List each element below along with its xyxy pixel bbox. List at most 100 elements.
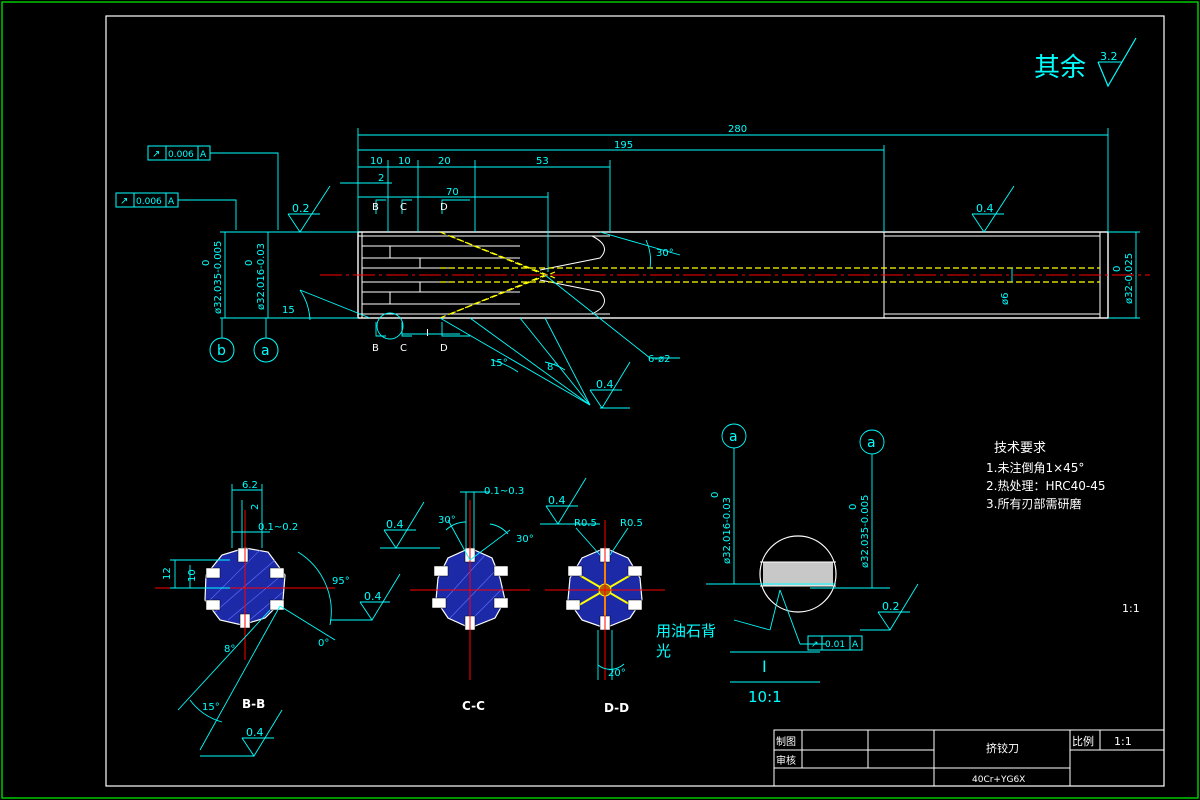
tb-checked: 审核 <box>776 754 796 767</box>
angle-8: 8° <box>547 362 558 373</box>
dia-left-2: ø32.016-0.03 <box>256 243 267 310</box>
title-block <box>773 729 1165 787</box>
bb-rough-a: 0.4 <box>364 590 382 603</box>
dim-20: 20 <box>438 156 451 167</box>
angle-30: 30° <box>656 248 674 259</box>
dia-right: ø32-0.025 <box>1124 253 1135 304</box>
detail-note-line2: 光 <box>656 642 671 660</box>
rough-right: 0.4 <box>976 202 994 215</box>
tol3-value: 0.01 <box>825 640 845 650</box>
dim-10b: 10 <box>398 156 411 167</box>
tol3-datum: A <box>852 640 859 650</box>
tech-requirements: 技术要求 1.未注倒角1×45° 2.热处理：HRC40-45 3.所有刃部需研… <box>986 441 1140 615</box>
dim-53: 53 <box>536 156 549 167</box>
dd-angle-20: 20° <box>608 668 626 679</box>
bb-angle-95: 95° <box>332 576 350 587</box>
mark-b-top: B <box>372 202 379 213</box>
datum-a: a <box>261 343 270 359</box>
roughness-note-value: 3.2 <box>1100 50 1118 63</box>
tech-item-3: 3.所有刃部需研磨 <box>986 496 1081 511</box>
cc-rough: 0.4 <box>386 518 404 531</box>
detail-scale: 10:1 <box>748 688 782 706</box>
detail-datum-1: a <box>729 429 738 445</box>
tol1-symbol: ↗ <box>152 149 160 160</box>
main-view <box>320 231 1150 319</box>
tb-part-name: 挤铰刀 <box>986 741 1019 755</box>
bb-angle-8: 8° <box>224 644 235 655</box>
bb-d62: 6.2 <box>242 480 258 491</box>
mark-d-bottom: D <box>440 343 448 354</box>
tb-material: 40Cr+YG6X <box>972 775 1025 785</box>
bb-d2: 2 <box>250 504 261 510</box>
mark-i: I <box>426 328 429 339</box>
tech-item-1: 1.未注倒角1×45° <box>986 460 1084 475</box>
tolerance-frame-3: ↗ 0.01 A <box>807 635 863 651</box>
bb-d01-02: 0.1~0.2 <box>258 522 298 533</box>
detail-rough: 0.2 <box>882 600 900 613</box>
detail-i: a a ø32.016-0.03 0 ø32.035-0.005 0 0.2 用… <box>656 423 919 706</box>
cc-angle-30a: 30° <box>438 515 456 526</box>
tol2-value: 0.006 <box>136 197 162 207</box>
dia-hole: ø6 <box>1000 293 1011 305</box>
detail-dia-1: ø32.016-0.03 <box>722 497 733 564</box>
angle-15b: 15° <box>490 358 508 369</box>
bb-d10: 10 <box>187 569 198 582</box>
detail-note-line1: 用油石背 <box>656 622 716 640</box>
dim-280: 280 <box>728 124 747 135</box>
tol2-symbol: ↗ <box>120 196 128 207</box>
dim-10a: 10 <box>370 156 383 167</box>
tech-item-2: 2.热处理：HRC40-45 <box>986 479 1105 493</box>
detail-dia-2: ø32.035-0.005 <box>860 495 871 568</box>
angle-15: 15 <box>282 305 295 316</box>
mark-d-top: D <box>440 202 448 213</box>
dia-left-1: ø32.035-0.005 <box>213 241 224 314</box>
tolerance-frame-2: ↗ 0.006 A <box>115 192 179 208</box>
rough-left: 0.2 <box>292 202 310 215</box>
datums-main: b a <box>209 337 279 363</box>
inner-border <box>105 15 1165 787</box>
detail-datum-2: a <box>867 435 876 451</box>
roughness-note: 其余 3.2 <box>1034 37 1137 88</box>
dd-rough: 0.4 <box>548 494 566 507</box>
mark-c-top: C <box>400 202 407 213</box>
datum-b: b <box>217 343 226 359</box>
mark-b-bottom: B <box>372 343 379 354</box>
bb-angle-0: 0° <box>318 638 329 649</box>
cc-angle-30b: 30° <box>516 534 534 545</box>
tol2-datum: A <box>168 197 175 207</box>
roughness-note-text: 其余 <box>1034 53 1086 83</box>
dia-left-2-upper: 0 <box>244 260 255 266</box>
dd-label: D-D <box>604 701 629 715</box>
main-dimensions <box>178 128 1140 409</box>
section-bb: 6.2 2 0.1~0.2 12 10 95° 0° 8° 15° 0.4 0.… <box>155 480 401 757</box>
tol1-value: 0.006 <box>168 150 194 160</box>
dim-195: 195 <box>614 140 633 151</box>
tb-drawn: 制图 <box>776 735 796 748</box>
cc-d01-03: 0.1~0.3 <box>484 486 524 497</box>
side-scale: 1:1 <box>1122 602 1140 615</box>
dim-2: 2 <box>378 173 384 184</box>
dim-70: 70 <box>446 187 459 198</box>
holes: 6-ø2 <box>648 354 670 365</box>
tolerance-frame-1: ↗ 0.006 A <box>147 145 211 161</box>
dia-left-1-upper: 0 <box>201 260 212 266</box>
tol1-datum: A <box>200 150 207 160</box>
bb-d12: 12 <box>162 567 173 580</box>
tol3-symbol: ↗ <box>811 640 819 650</box>
tb-scale-value: 1:1 <box>1114 735 1132 748</box>
tb-scale-label: 比例 <box>1072 734 1094 748</box>
title-block-text: 制图 审核 挤铰刀 比例 1:1 40Cr+YG6X <box>776 734 1132 785</box>
section-cc: 0.1~0.3 30° 30° 0.4 C-C <box>380 486 534 713</box>
mark-c-bottom: C <box>400 343 407 354</box>
detail-dia-1-upper: 0 <box>710 492 721 498</box>
detail-dia-2-upper: 0 <box>848 504 859 510</box>
dia-right-upper: 0 <box>1112 266 1123 272</box>
bb-rough-b: 0.4 <box>246 726 264 739</box>
bb-angle-15: 15° <box>202 702 220 713</box>
detail-label: I <box>762 657 767 676</box>
rough-mid: 0.4 <box>596 378 614 391</box>
dd-r2: R0.5 <box>620 518 643 529</box>
dd-r1: R0.5 <box>574 518 597 529</box>
